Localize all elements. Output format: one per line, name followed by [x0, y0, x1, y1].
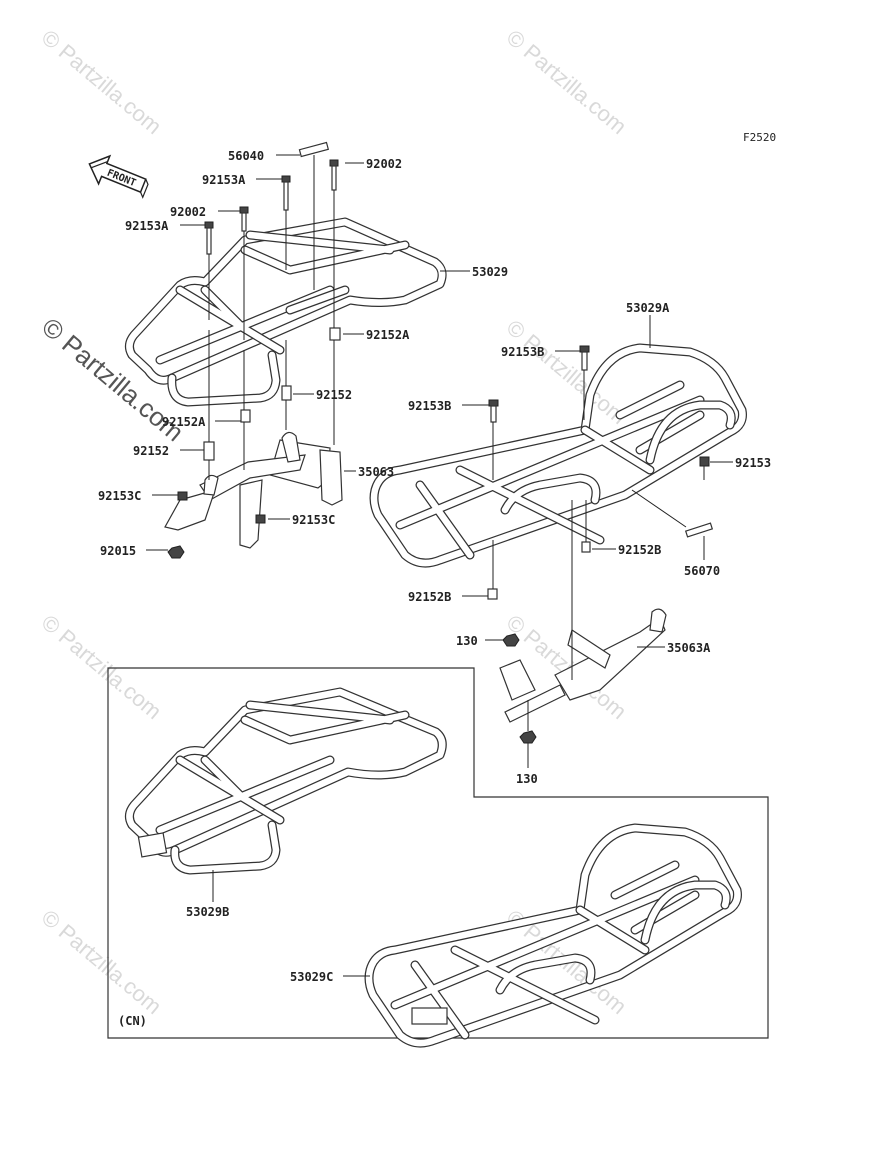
collar-92152B-a — [581, 541, 591, 553]
watermark-2: © Partzilla.com — [502, 25, 632, 139]
bolt-92153C-a — [177, 491, 188, 501]
label-92153B-b: 92153B — [408, 399, 451, 413]
label-92015: 92015 — [100, 544, 136, 558]
label-92153B-a: 92153B — [501, 345, 544, 359]
label-92152A-b: 92152A — [162, 415, 206, 429]
front-arrow-icon: FRONT — [88, 154, 149, 199]
label-35063A: 35063A — [667, 641, 711, 655]
bolt-92002-top — [329, 159, 339, 191]
rear-carrier-53029A — [369, 343, 747, 568]
bolt-92153A-a — [281, 175, 291, 211]
collar-92152A-a — [329, 327, 341, 341]
label-53029C: 53029C — [290, 970, 333, 984]
label-56040: 56040 — [228, 149, 264, 163]
bolt-92153C-b — [255, 514, 266, 524]
collar-92152A-b — [240, 409, 251, 423]
label-92152B-a: 92152B — [618, 543, 661, 557]
bolt-92153 — [699, 456, 710, 467]
collar-92152-b — [203, 441, 215, 461]
label-92153: 92153 — [735, 456, 771, 470]
label-92153A-b: 92153A — [125, 219, 169, 233]
part-56070 — [684, 522, 714, 538]
bolt-130-b — [519, 730, 537, 744]
bolt-130-a — [502, 633, 520, 647]
label-92152A-a: 92152A — [366, 328, 410, 342]
watermark-1: © Partzilla.com — [37, 25, 167, 139]
label-35063: 35063 — [358, 465, 394, 479]
collar-92152-a — [281, 385, 292, 401]
bolt-92153B-a — [579, 345, 590, 371]
label-variant-cn: (CN) — [118, 1014, 147, 1028]
front-bracket-35063 — [164, 431, 343, 549]
label-92152B-b: 92152B — [408, 590, 451, 604]
collar-92152B-b — [487, 588, 498, 600]
label-92153C-b: 92153C — [292, 513, 335, 527]
hardware — [167, 141, 714, 744]
leader-lines — [146, 154, 733, 977]
label-130-a: 130 — [456, 634, 478, 648]
watermark-7: © Partzilla.com — [37, 905, 167, 1019]
label-92002-b: 92002 — [170, 205, 206, 219]
nut-92015 — [167, 545, 185, 559]
bolt-92153A-b — [204, 221, 214, 255]
variant-carrier-53029B — [124, 687, 447, 875]
label-92152-a: 92152 — [316, 388, 352, 402]
part-56040 — [298, 141, 330, 158]
front-carrier-53029 — [124, 217, 447, 407]
part-labels: 56040 92002 92153A 92002 92153A 53029 92… — [98, 149, 771, 1028]
label-92153C-a: 92153C — [98, 489, 141, 503]
label-53029B: 53029B — [186, 905, 229, 919]
bolt-92002-b — [239, 206, 249, 232]
label-92153A-a: 92153A — [202, 173, 246, 187]
variant-carrier-53029C — [364, 823, 742, 1048]
variant-box — [107, 667, 769, 1039]
label-56070: 56070 — [684, 564, 720, 578]
watermark-4: © Partzilla.com — [502, 315, 632, 429]
figure-code: F2520 — [743, 131, 776, 144]
bolt-92153B-b — [488, 399, 499, 423]
rear-bracket-35063A — [499, 608, 667, 723]
label-130-b: 130 — [516, 772, 538, 786]
watermark-5: © Partzilla.com — [37, 610, 167, 724]
label-53029: 53029 — [472, 265, 508, 279]
label-53029A: 53029A — [626, 301, 670, 315]
label-92152-b: 92152 — [133, 444, 169, 458]
label-92002-top: 92002 — [366, 157, 402, 171]
